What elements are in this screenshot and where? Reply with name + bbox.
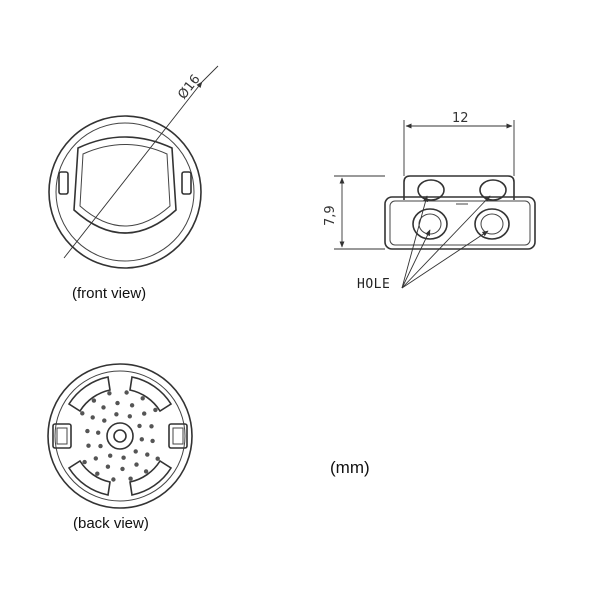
hole-label: HOLE [357, 277, 390, 292]
vent-hole [121, 455, 126, 460]
back-left-tab [52, 423, 72, 449]
diameter-label: Ø16 [175, 72, 203, 102]
vent-hole [142, 411, 147, 416]
front-terminal-right-core [480, 213, 504, 235]
back-view-caption: (back view) [73, 515, 149, 532]
back-center-hole [113, 429, 127, 443]
front-lens-inner-edge [79, 144, 171, 227]
vent-hole [137, 423, 142, 429]
front-inner-ring [55, 122, 195, 262]
back-center-boss [106, 422, 134, 450]
width-label: 12 [452, 111, 469, 126]
front-right-tab [181, 171, 192, 195]
vent-hole [105, 464, 111, 469]
vent-hole [93, 456, 99, 461]
diameter-dimension-line [63, 81, 203, 259]
front-view: Ø16 (front view) [48, 65, 219, 302]
front-outer-ring [48, 115, 202, 269]
vent-hole [85, 428, 90, 434]
vent-hole [128, 476, 133, 481]
vent-hole [150, 438, 155, 444]
front-terminal-right [474, 208, 510, 240]
vent-hole [107, 391, 112, 396]
back-view [47, 363, 193, 509]
back-slot-bottom-right [129, 459, 173, 496]
vent-hole [127, 414, 132, 419]
units-label: (mm) [330, 458, 370, 477]
vent-hole [115, 400, 120, 406]
vent-hole [134, 462, 139, 467]
vent-hole [155, 456, 160, 461]
vent-hole [111, 477, 116, 482]
back-slot-top-left [67, 376, 111, 413]
vent-hole [95, 471, 100, 476]
vent-hole [82, 459, 87, 465]
vent-hole [140, 396, 145, 401]
rear-terminal-right [479, 179, 507, 201]
front-view-caption: (front view) [72, 285, 146, 302]
back-vent-holes [80, 390, 160, 482]
vent-hole [139, 437, 144, 442]
vent-hole [80, 411, 85, 416]
back-right-tab-inner [172, 427, 184, 445]
vent-hole [91, 398, 97, 403]
vent-hole [101, 405, 106, 410]
rear-terminal-left [417, 179, 445, 201]
side-front-housing [384, 196, 536, 250]
back-left-tab-inner [56, 427, 68, 445]
back-slot-bottom-left [67, 459, 111, 496]
front-left-tab [58, 171, 69, 195]
height-label: 7,9 [323, 205, 338, 226]
vent-hole [133, 449, 138, 454]
diameter-leader-line [201, 65, 219, 83]
vent-hole [120, 466, 125, 472]
vent-hole [143, 469, 149, 474]
vent-hole [124, 390, 129, 395]
back-outer-ring [47, 363, 193, 509]
side-rear-housing [403, 175, 515, 200]
vent-hole [114, 412, 119, 417]
side-view: 12 7,9 HOLE [323, 111, 536, 292]
hole-leader-2 [401, 229, 431, 289]
vent-hole [86, 443, 91, 448]
vent-hole [108, 453, 113, 458]
vent-hole [129, 403, 135, 408]
front-terminal-left [412, 208, 448, 240]
vent-hole [102, 418, 107, 423]
hole-leader-1 [401, 195, 428, 289]
vent-hole [96, 430, 101, 435]
vent-hole [153, 407, 158, 413]
side-front-housing-inner [389, 200, 531, 246]
vent-hole [149, 424, 154, 429]
vent-hole [98, 443, 103, 449]
back-slot-top-right [129, 376, 173, 413]
hole-leader-4 [401, 230, 489, 289]
front-lens-window [73, 136, 177, 234]
vent-hole [145, 452, 150, 457]
back-inner-ring [54, 370, 186, 502]
vent-hole [90, 415, 95, 420]
back-right-tab [168, 423, 188, 449]
hole-leader-3 [401, 195, 491, 289]
